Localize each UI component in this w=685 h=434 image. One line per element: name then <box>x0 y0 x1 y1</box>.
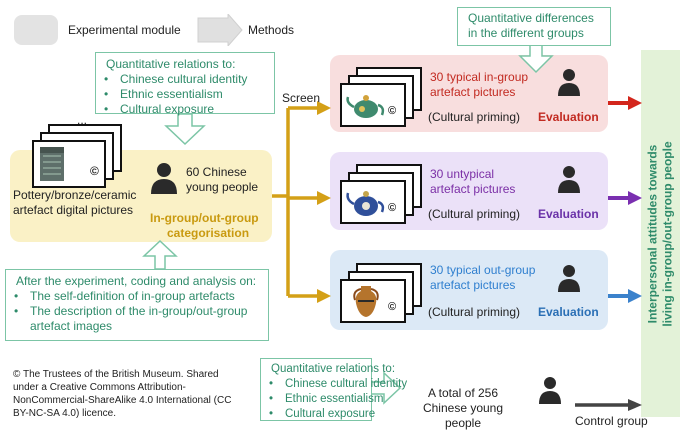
total-line: people <box>444 416 482 430</box>
callout-arrow-diff <box>518 44 554 74</box>
top-relations-item: Cultural exposure <box>102 102 274 117</box>
right-outcome-bar <box>641 50 680 417</box>
bottom-relations-item: Chinese cultural identity <box>267 377 407 392</box>
bottom-relations-box: Quantitative relations to: Chinese cultu… <box>260 358 407 422</box>
left-pictures-label-2: artefact digital pictures <box>13 203 134 217</box>
group-in-title-2: artefact pictures <box>430 85 516 99</box>
group-out-title-1: 30 typical out-group <box>430 263 536 277</box>
group-out-priming: (Cultural priming) <box>428 305 521 319</box>
group-untypical-ellipsis: ... <box>383 155 394 169</box>
screen-arrowhead-in <box>317 101 331 115</box>
amphora-icon <box>353 286 379 317</box>
group-in-title-1: 30 typical in-group <box>430 70 529 84</box>
copyright-note-line: NonCommercial-ShareAlike 4.0 Internation… <box>13 395 232 406</box>
post-experiment-item: The description of the in-group/out-grou… <box>12 304 268 319</box>
left-copyright-mark: © <box>90 164 99 178</box>
group-out-evaluation: Evaluation <box>538 305 599 319</box>
legend-methods-label: Methods <box>248 23 295 37</box>
copyright-note-line: © The Trustees of the British Museum. Sh… <box>13 369 219 380</box>
post-experiment-title: After the experiment, coding and analysi… <box>16 274 257 288</box>
top-relations-box: Quantitative relations to: Chinese cultu… <box>95 52 275 117</box>
group-in-card-front: © <box>340 83 406 127</box>
participants-line2: young people <box>186 180 259 194</box>
group-untypical-evaluation: Evaluation <box>538 207 599 221</box>
group-untypical-copyright: © <box>388 202 397 214</box>
screen-branch-lines <box>272 106 318 298</box>
bottom-relations-item: Cultural exposure <box>267 407 375 422</box>
total-participants: A total of 256 Chinese young people <box>403 386 523 431</box>
participants-line1: 60 Chinese <box>186 165 247 179</box>
differences-line2: in the different groups <box>468 26 584 40</box>
callout-arrow-top <box>164 113 206 146</box>
group-out-copyright: © <box>388 301 397 313</box>
legend-methods-arrow <box>197 14 243 46</box>
person-icon <box>558 265 580 292</box>
top-relations-item: Chinese cultural identity <box>102 72 274 87</box>
total-line: Chinese young <box>422 401 504 415</box>
group-in-priming: (Cultural priming) <box>428 110 521 124</box>
legend-module-swatch <box>14 15 58 45</box>
legend-module-label: Experimental module <box>68 23 181 37</box>
copyright-note-line: BY-NC-SA 4.0) licence. <box>13 408 117 419</box>
group-out-title-2: artefact pictures <box>430 278 516 292</box>
teapot-icon <box>346 95 385 118</box>
bronze-vessel-icon <box>40 147 64 181</box>
differences-line1: Quantitative differences <box>468 11 594 25</box>
person-icon <box>558 69 580 96</box>
right-outcome-line: Interpersonal attitudes towards <box>646 144 660 324</box>
screen-arrowhead-out <box>317 289 331 303</box>
person-icon <box>539 377 561 404</box>
top-relations-title: Quantitative relations to: <box>106 57 236 71</box>
group-in-evaluation: Evaluation <box>538 110 599 124</box>
top-relations-item: Ethnic essentialism <box>102 87 274 102</box>
left-pictures-label-1: Pottery/bronze/ceramic <box>13 188 137 202</box>
group-out-ellipsis: ... <box>383 254 394 268</box>
right-outcome-line: living in-group/out-group people <box>661 141 675 327</box>
callout-arrow-bottom-left <box>142 239 178 270</box>
bottom-relations-item: Ethnic essentialism <box>267 392 383 407</box>
post-experiment-box: After the experiment, coding and analysi… <box>5 269 269 341</box>
group-untypical-card-front: © <box>340 180 406 224</box>
group-untypical-title-2: artefact pictures <box>430 182 516 196</box>
enamel-teapot-icon <box>346 191 385 216</box>
screen-label: Screen <box>282 91 321 105</box>
group-in-ellipsis: ... <box>383 58 394 72</box>
person-icon <box>558 166 580 193</box>
group-untypical-priming: (Cultural priming) <box>428 207 521 221</box>
group-untypical-title-1: 30 untypical <box>430 167 495 181</box>
copyright-note: © The Trustees of the British Museum. Sh… <box>13 368 231 420</box>
categorisation-line2: categorisation <box>167 226 250 240</box>
screen-arrowhead-untypical <box>317 191 331 205</box>
person-icon <box>151 163 177 194</box>
group-in-copyright: © <box>388 105 397 117</box>
post-experiment-item: The self-definition of in-group artefact… <box>12 289 268 304</box>
copyright-note-line: under a Creative Commons Attribution- <box>13 382 186 393</box>
right-outcome-text: Interpersonal attitudes towards living i… <box>644 58 678 410</box>
left-card-front: © <box>32 140 106 188</box>
differences-box: Quantitative differences in the differen… <box>457 7 611 46</box>
total-line: A total of 256 <box>427 386 499 400</box>
control-group-label: Control group <box>575 414 648 428</box>
post-experiment-item-cont: artefact images <box>30 319 113 333</box>
categorisation-line1: In-group/out-group <box>150 211 259 225</box>
bottom-relations-title: Quantitative relations to: <box>271 363 396 375</box>
left-ellipsis: ... <box>77 113 88 127</box>
group-out-card-front: © <box>340 279 406 323</box>
